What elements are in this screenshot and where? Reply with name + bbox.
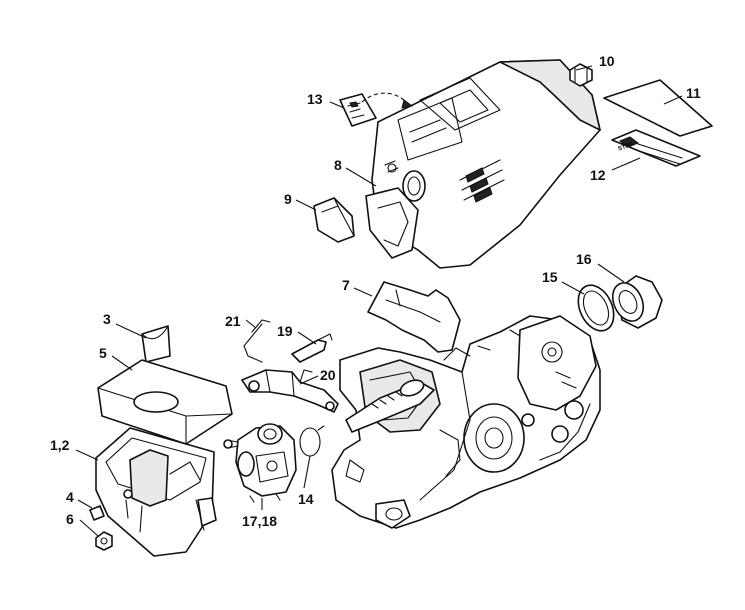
callout-19: 19 xyxy=(277,323,293,339)
lever-part-19 xyxy=(291,333,333,363)
callout-16: 16 xyxy=(576,251,592,267)
callout-15: 15 xyxy=(542,269,558,285)
intake-manifold-part-16 xyxy=(611,275,663,329)
callout-20: 20 xyxy=(320,367,336,383)
callout-10: 10 xyxy=(599,53,615,69)
throttle-shaft-part-20 xyxy=(241,369,339,413)
choke-rod-part-21 xyxy=(243,319,271,363)
filter-part-3 xyxy=(141,325,171,363)
decal-part-11 xyxy=(603,79,713,137)
carburetor-part-17-18 xyxy=(223,423,297,503)
callout-6: 6 xyxy=(66,511,74,527)
ring-part-14 xyxy=(299,425,325,457)
shroud-part-8 xyxy=(365,59,601,269)
callout-12: 12 xyxy=(590,167,606,183)
seal-ring-part-15 xyxy=(577,284,615,332)
nut-part-6 xyxy=(95,531,113,551)
callout-3: 3 xyxy=(103,311,111,327)
callout-5: 5 xyxy=(99,345,107,361)
callout-4: 4 xyxy=(66,489,74,505)
callout-14: 14 xyxy=(298,491,314,507)
label-logo: STIHL xyxy=(617,141,636,153)
callout-11: 11 xyxy=(686,85,701,101)
filter-plate-part-5 xyxy=(97,359,233,445)
filter-knob-part-9 xyxy=(313,197,355,243)
crankcase-housing xyxy=(331,315,601,529)
callout-labels: 10 11 12 13 8 9 16 15 7 3 21 19 5 20 1,2… xyxy=(50,53,701,529)
baffle-part-7 xyxy=(367,281,461,353)
callout-13: 13 xyxy=(307,91,323,107)
nut-part-10 xyxy=(569,63,593,87)
filter-housing-part-1-2 xyxy=(95,427,217,557)
leader-lines xyxy=(75,65,683,537)
label-part-12: STIHL xyxy=(611,129,701,167)
callout-21: 21 xyxy=(225,313,241,329)
nut-part-4 xyxy=(89,505,105,521)
callout-1-2: 1,2 xyxy=(50,437,70,453)
callout-7: 7 xyxy=(342,277,350,293)
callout-17-18: 17,18 xyxy=(242,513,277,529)
label-part-13 xyxy=(339,92,414,127)
callout-9: 9 xyxy=(284,191,292,207)
callout-8: 8 xyxy=(334,157,342,173)
